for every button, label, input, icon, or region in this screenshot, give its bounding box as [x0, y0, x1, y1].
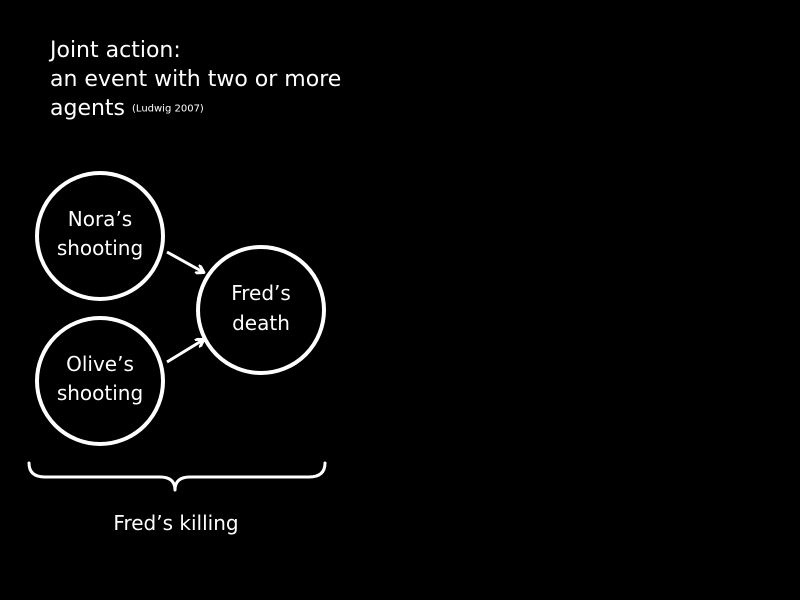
- node-fred-label-1: Fred’s: [231, 281, 291, 305]
- node-fred-label-2: death: [232, 311, 290, 335]
- citation: (Ludwig 2007): [132, 103, 204, 115]
- title-line-2: an event with two or more: [50, 67, 342, 92]
- curly-brace: [27, 461, 327, 492]
- arrow-nora-to-fred: [166, 250, 203, 272]
- title-line-3: agents: [50, 96, 126, 121]
- brace-label: Fred’s killing: [113, 511, 238, 535]
- node-olive-shooting: Olive’s shooting: [35, 316, 165, 446]
- node-nora-circle: [35, 171, 165, 301]
- title-line-3-wrapper: agents (Ludwig 2007): [50, 94, 341, 124]
- slide-title: Joint action: an event with two or more …: [50, 36, 341, 124]
- node-olive-label-1: Olive’s: [66, 352, 134, 376]
- node-olive-circle: [35, 316, 165, 446]
- title-line-1: Joint action:: [50, 38, 181, 63]
- node-nora-label-2: shooting: [57, 236, 143, 260]
- node-olive-label-2: shooting: [57, 381, 143, 405]
- node-nora-label-1: Nora’s: [68, 207, 132, 231]
- node-nora-shooting: Nora’s shooting: [35, 171, 165, 301]
- node-fred-circle: [196, 245, 326, 375]
- arrow-olive-to-fred: [166, 340, 203, 364]
- node-fred-death: Fred’s death: [196, 245, 326, 375]
